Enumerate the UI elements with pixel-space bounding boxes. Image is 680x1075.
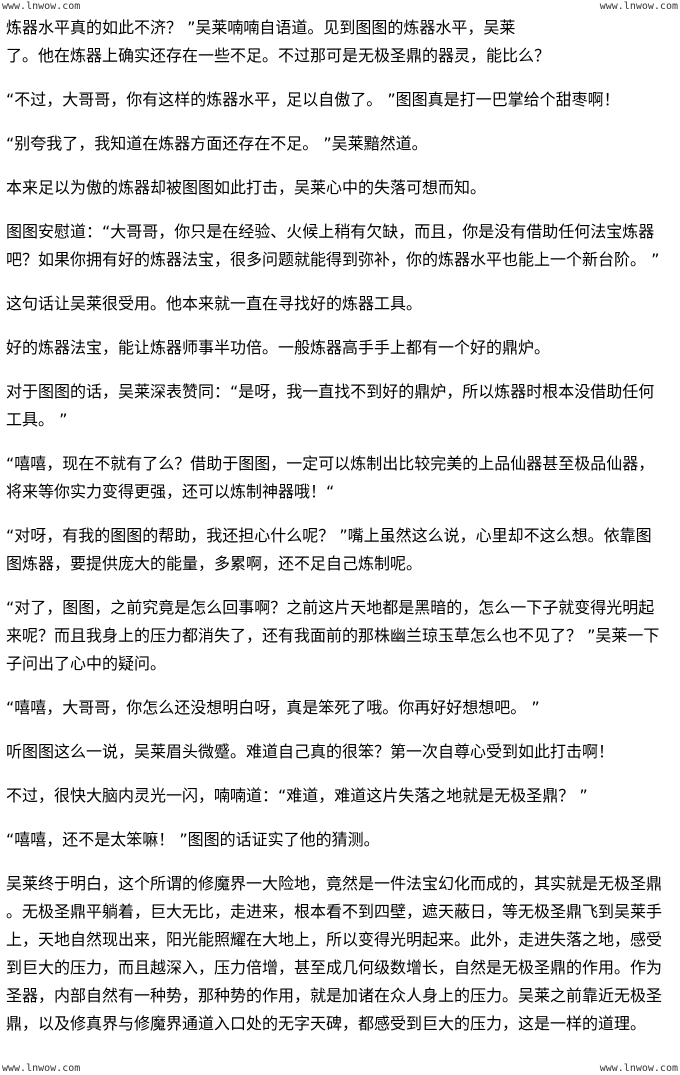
text-line: 工具。 ” (6, 410, 68, 429)
text-line: 图炼器，要提供庞大的能量，多累啊，还不足自己炼制呢。 (6, 554, 423, 573)
text-line: “别夸我了，我知道在炼器方面还存在不足。 ”吴莱黯然道。 (6, 134, 428, 153)
paragraph: “不过，大哥哥，你有这样的炼器水平，足以自傲了。 ”图图真是打一巴掌给个甜枣啊！ (6, 86, 680, 114)
watermark-top-left: www.lnwow.com (0, 0, 83, 13)
article-body: 炼器水平真的如此不济？ ”吴莱喃喃自语道。见到图图的炼器水平，吴莱了。他在炼器上… (6, 14, 680, 1054)
text-line: 不过，很快大脑内灵光一闪，喃喃道：“难道，难道这片失落之地就是无极圣鼎？ ” (6, 786, 588, 805)
text-line: 圣器，内部自然有一种势，那种势的作用，就是加诸在众人身上的压力。吴莱之前靠近无极… (6, 986, 663, 1005)
paragraph: 本来足以为傲的炼器却被图图如此打击，吴莱心中的失落可想而知。 (6, 174, 680, 202)
text-line: “不过，大哥哥，你有这样的炼器水平，足以自傲了。 ”图图真是打一巴掌给个甜枣啊！ (6, 90, 620, 109)
text-line: 鼎，以及修真界与修魔界通道入口处的无字天碑，都感受到巨大的压力，这是一样的道理。 (6, 1014, 647, 1033)
text-line: 听图图这么一说，吴莱眉头微蹙。难道自己真的很笨？第一次自尊心受到如此打击啊！ (6, 742, 615, 761)
paragraph: 图图安慰道：“大哥哥，你只是在经验、火候上稍有欠缺，而且，你是没有借助任何法宝炼… (6, 218, 680, 274)
text-line: “对了，图图，之前究竟是怎么回事啊？之前这片天地都是黑暗的，怎么一下子就变得光明… (6, 598, 655, 617)
text-line: 图图安慰道：“大哥哥，你只是在经验、火候上稍有欠缺，而且，你是没有借助任何法宝炼… (6, 222, 655, 241)
text-line: “对呀，有我的图图的帮助，我还担心什么呢？ ”嘴上虽然这么说，心里却不这么想。依… (6, 526, 652, 545)
text-line: “嘻嘻，大哥哥，你怎么还没想明白呀，真是笨死了哦。你再好好想想吧。 ” (6, 698, 540, 717)
text-line: “嘻嘻，还不是太笨嘛！ ”图图的话证实了他的猜测。 (6, 830, 380, 849)
watermark-top-right: www.lnwow.com (597, 0, 680, 13)
watermark-bottom-left: www.lnwow.com (0, 1062, 83, 1075)
text-line: 炼器水平真的如此不济？ ”吴莱喃喃自语道。见到图图的炼器水平，吴莱 (6, 18, 516, 37)
text-line: 来呢？而且我身上的压力都消失了，还有我面前的那株幽兰琼玉草怎么也不见了？ ”吴莱… (6, 626, 660, 645)
paragraph: “嘻嘻，大哥哥，你怎么还没想明白呀，真是笨死了哦。你再好好想想吧。 ” (6, 694, 680, 722)
text-line: 对于图图的话，吴莱深表赞同：“是呀，我一直找不到好的鼎炉，所以炼器时根本没借助任… (6, 382, 655, 401)
paragraph: 好的炼器法宝，能让炼器师事半功倍。一般炼器高手手上都有一个好的鼎炉。 (6, 334, 680, 362)
paragraph: 炼器水平真的如此不济？ ”吴莱喃喃自语道。见到图图的炼器水平，吴莱了。他在炼器上… (6, 14, 680, 70)
text-line: 好的炼器法宝，能让炼器师事半功倍。一般炼器高手手上都有一个好的鼎炉。 (6, 338, 551, 357)
text-line: 本来足以为傲的炼器却被图图如此打击，吴莱心中的失落可想而知。 (6, 178, 487, 197)
paragraph: “嘻嘻，现在不就有了么？借助于图图，一定可以炼制出比较完美的上品仙器甚至极品仙器… (6, 450, 680, 506)
paragraph: 吴莱终于明白，这个所谓的修魔界一大险地，竟然是一件法宝幻化而成的，其实就是无极圣… (6, 870, 680, 1038)
paragraph: “嘻嘻，还不是太笨嘛！ ”图图的话证实了他的猜测。 (6, 826, 680, 854)
paragraph: 不过，很快大脑内灵光一闪，喃喃道：“难道，难道这片失落之地就是无极圣鼎？ ” (6, 782, 680, 810)
paragraph: “对呀，有我的图图的帮助，我还担心什么呢？ ”嘴上虽然这么说，心里却不这么想。依… (6, 522, 680, 578)
text-line: 。无极圣鼎平躺着，巨大无比，走进来，根本看不到四壁，遮天蔽日，等无极圣鼎飞到吴莱… (6, 902, 663, 921)
paragraph: 对于图图的话，吴莱深表赞同：“是呀，我一直找不到好的鼎炉，所以炼器时根本没借助任… (6, 378, 680, 434)
text-line: 上，天地自然现出来，阳光能照耀在大地上，所以变得光明起来。此外，走进失落之地，感… (6, 930, 663, 949)
paragraph: 这句话让吴莱很受用。他本来就一直在寻找好的炼器工具。 (6, 290, 680, 318)
text-line: 了。他在炼器上确实还存在一些不足。不过那可是无极圣鼎的器灵，能比么？ (6, 46, 551, 65)
text-line: 子问出了心中的疑问。 (6, 654, 167, 673)
paragraph: “别夸我了，我知道在炼器方面还存在不足。 ”吴莱黯然道。 (6, 130, 680, 158)
text-line: 这句话让吴莱很受用。他本来就一直在寻找好的炼器工具。 (6, 294, 423, 313)
watermark-bottom-right: www.lnwow.com (597, 1062, 680, 1075)
text-line: 到巨大的压力，而且越深入，压力倍增，甚至成几何级数增长，自然是无极圣鼎的作用。作… (6, 958, 663, 977)
text-line: 将来等你实力变得更强，还可以炼制神器哦！“ (6, 482, 335, 501)
text-line: 吴莱终于明白，这个所谓的修魔界一大险地，竟然是一件法宝幻化而成的，其实就是无极圣… (6, 874, 663, 893)
paragraph: “对了，图图，之前究竟是怎么回事啊？之前这片天地都是黑暗的，怎么一下子就变得光明… (6, 594, 680, 678)
text-line: “嘻嘻，现在不就有了么？借助于图图，一定可以炼制出比较完美的上品仙器甚至极品仙器… (6, 454, 655, 473)
paragraph: 听图图这么一说，吴莱眉头微蹙。难道自己真的很笨？第一次自尊心受到如此打击啊！ (6, 738, 680, 766)
text-line: 吧？如果你拥有好的炼器法宝，很多问题就能得到弥补，你的炼器水平也能上一个新台阶。… (6, 250, 660, 269)
